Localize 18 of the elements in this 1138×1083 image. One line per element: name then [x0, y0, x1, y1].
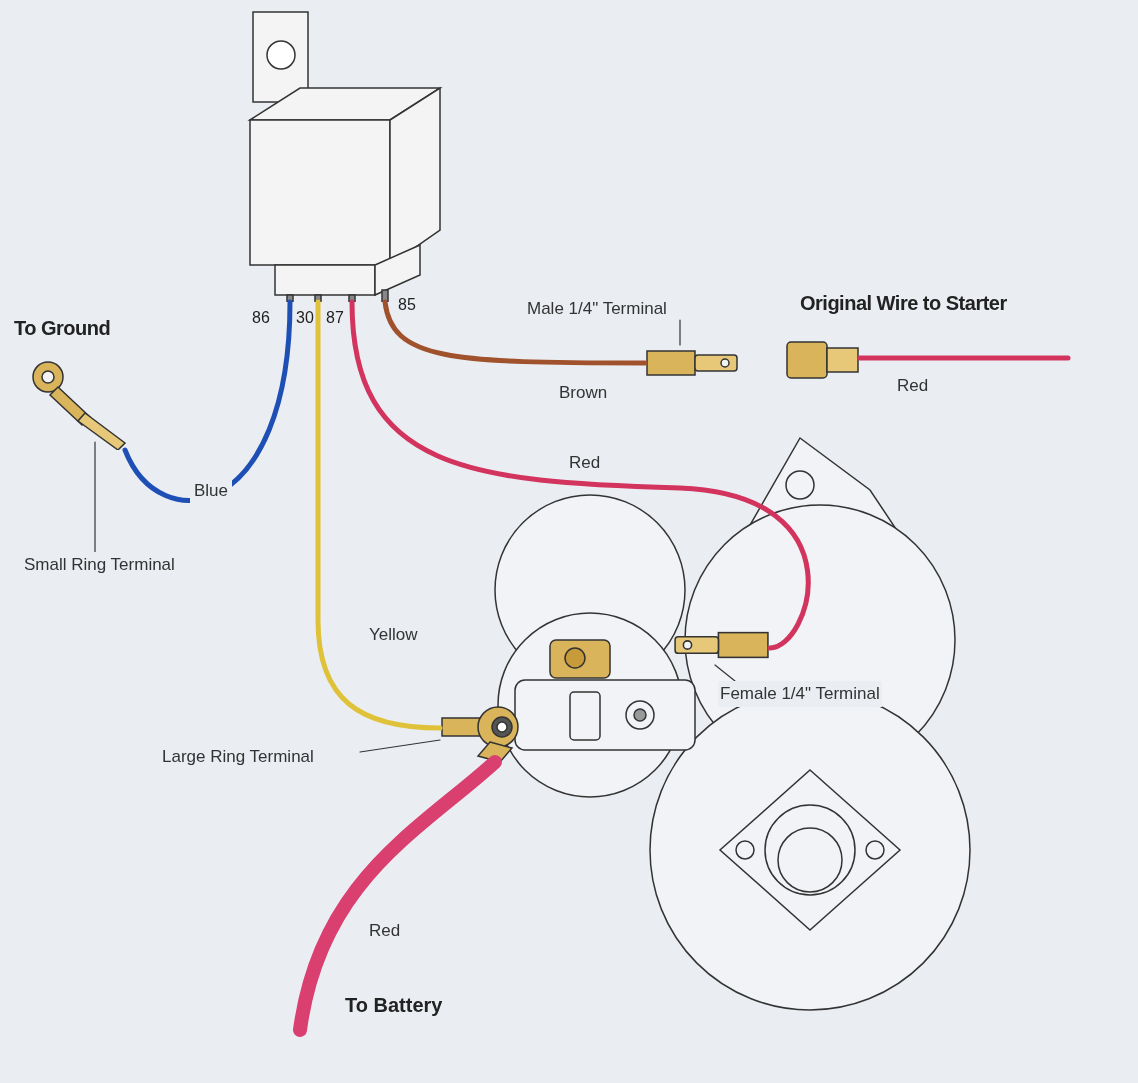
terminal-label: Female 1/4" Terminal	[718, 681, 882, 707]
wire-destination-label: To Ground	[14, 316, 111, 341]
pin-number: 30	[296, 308, 314, 328]
wire	[857, 355, 1071, 361]
pin-number: 85	[398, 295, 416, 315]
leader-line	[359, 739, 441, 753]
pin-number: 87	[326, 308, 344, 328]
wire-destination-label: Original Wire to Starter	[800, 291, 1007, 316]
leader-line	[94, 441, 96, 553]
wire	[349, 299, 811, 651]
wire-destination-label: To Battery	[345, 993, 443, 1018]
wire	[382, 299, 648, 366]
wire-color-label: Blue	[190, 478, 233, 504]
leader-line	[714, 664, 736, 682]
wire	[315, 299, 443, 731]
pin-number: 86	[252, 308, 270, 328]
wire	[293, 755, 502, 1037]
leader-line	[679, 319, 681, 346]
